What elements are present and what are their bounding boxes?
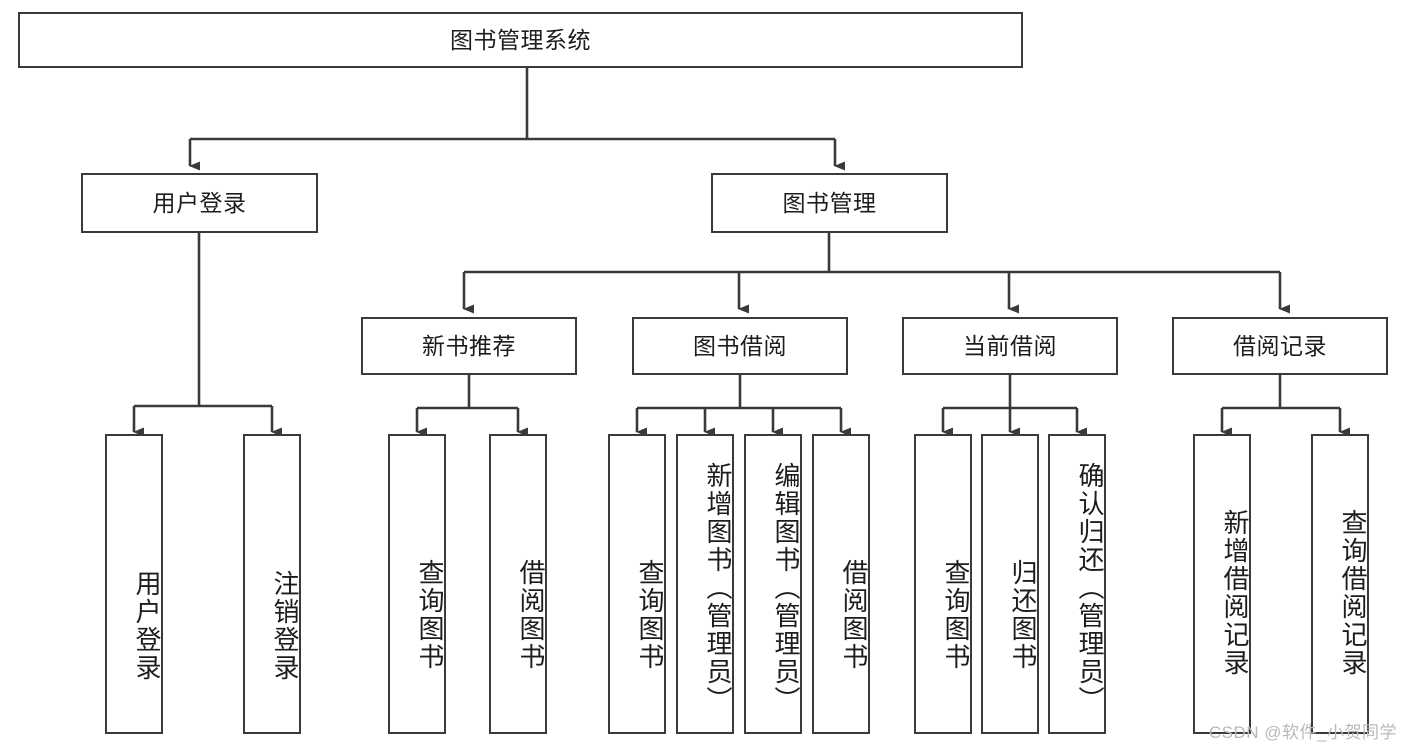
node-borrow-record[interactable]: 借阅记录 (1172, 317, 1388, 375)
node-current-borrowing[interactable]: 当前借阅 (902, 317, 1118, 375)
leaf-borrow-query-book[interactable]: 查询图书 (608, 434, 666, 734)
node-book-borrowing[interactable]: 图书借阅 (632, 317, 848, 375)
leaf-current-return-book[interactable]: 归还图书 (981, 434, 1039, 734)
leaf-current-confirm-return-admin[interactable]: 确认归还（管理员） (1048, 434, 1106, 734)
node-label: 图书管理 (782, 189, 877, 216)
csdn-watermark: CSDN @软件_小贺同学 (1208, 723, 1397, 742)
leaf-record-query-borrow-record[interactable]: 查询借阅记录 (1311, 434, 1369, 734)
leaf-borrow-borrow-book[interactable]: 借阅图书 (812, 434, 870, 734)
leaf-user-login-login[interactable]: 用户登录 (105, 434, 163, 734)
node-label: 确认归还（管理员） (1075, 462, 1105, 714)
leaf-borrow-edit-book-admin[interactable]: 编辑图书（管理员） (744, 434, 802, 734)
leaf-new-book-borrow-book[interactable]: 借阅图书 (489, 434, 547, 734)
node-root-book-management-system[interactable]: 图书管理系统 (18, 12, 1023, 68)
node-label: 借阅图书 (516, 559, 546, 671)
node-label: 新增图书（管理员） (703, 462, 733, 714)
node-label: 借阅图书 (839, 559, 869, 671)
node-label: 用户登录 (132, 570, 162, 682)
node-label: 用户登录 (152, 189, 247, 216)
node-label: 查询图书 (635, 559, 665, 671)
leaf-user-login-logout[interactable]: 注销登录 (243, 434, 301, 734)
node-new-book-recommendation[interactable]: 新书推荐 (361, 317, 577, 375)
node-label: 新书推荐 (422, 332, 516, 359)
node-label: 查询图书 (415, 559, 445, 671)
node-label: 借阅记录 (1233, 332, 1327, 359)
leaf-new-book-query-book[interactable]: 查询图书 (388, 434, 446, 734)
node-label: 图书管理系统 (450, 26, 591, 53)
node-label: 注销登录 (270, 570, 300, 682)
node-label: 归还图书 (1008, 559, 1038, 671)
node-label: 查询图书 (941, 559, 971, 671)
node-label: 查询借阅记录 (1338, 509, 1368, 677)
leaf-record-add-borrow-record[interactable]: 新增借阅记录 (1193, 434, 1251, 734)
node-label: 当前借阅 (963, 332, 1057, 359)
node-label: 图书借阅 (693, 332, 787, 359)
node-label: 编辑图书（管理员） (771, 462, 801, 714)
node-book-management[interactable]: 图书管理 (711, 173, 948, 233)
leaf-borrow-add-book-admin[interactable]: 新增图书（管理员） (676, 434, 734, 734)
node-label: 新增借阅记录 (1220, 509, 1250, 677)
node-user-login[interactable]: 用户登录 (81, 173, 318, 233)
leaf-current-query-book[interactable]: 查询图书 (914, 434, 972, 734)
